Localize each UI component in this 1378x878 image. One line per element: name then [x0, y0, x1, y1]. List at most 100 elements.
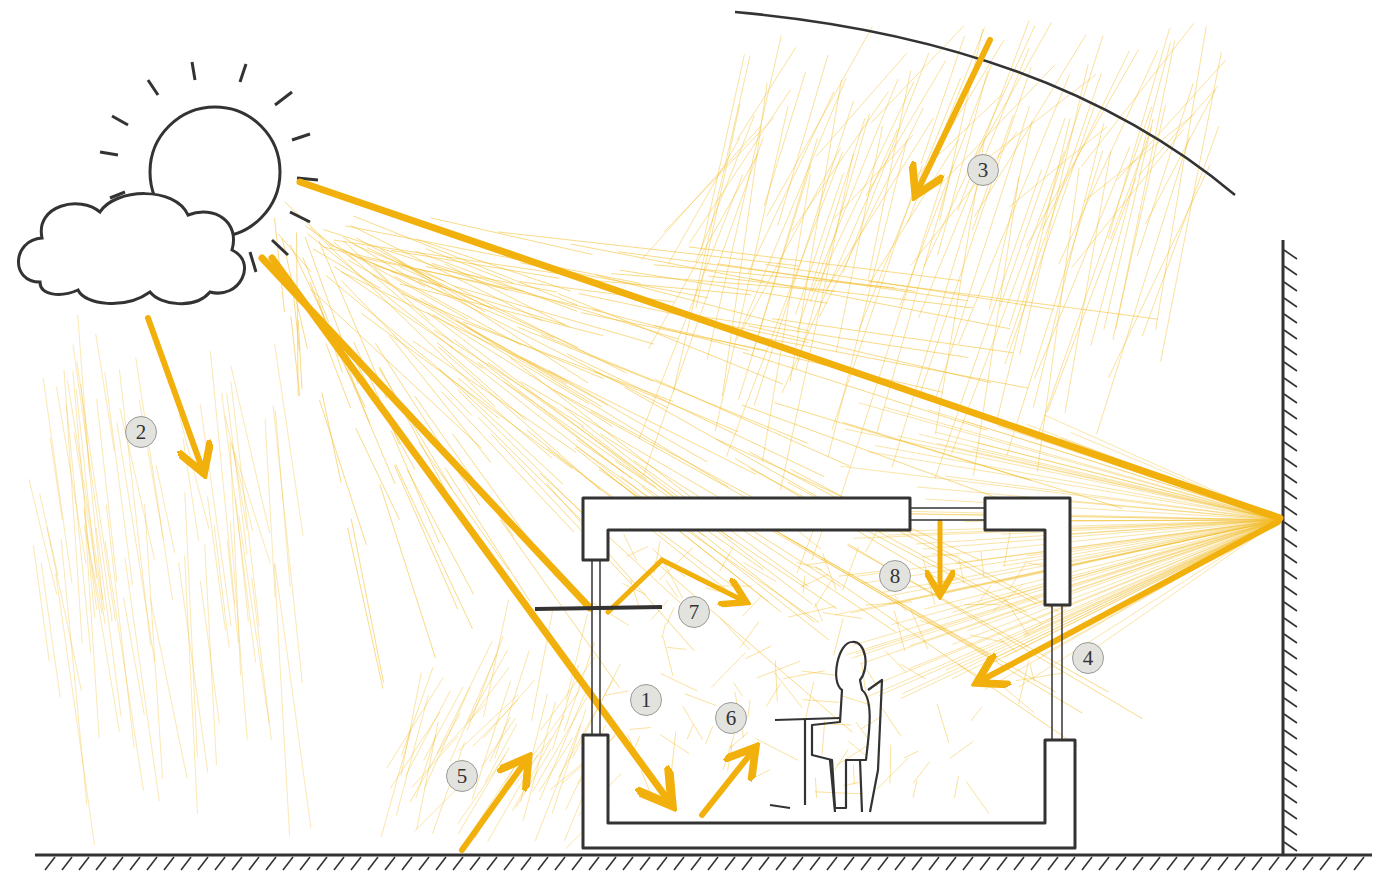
- light-stroke: [485, 724, 517, 782]
- hatch-stroke: [895, 857, 905, 870]
- light-stroke: [783, 671, 824, 679]
- light-stroke: [1009, 36, 1103, 326]
- light-stroke: [740, 148, 841, 335]
- light-stroke: [754, 770, 770, 778]
- hatch-stroke: [793, 857, 803, 870]
- light-stroke: [923, 559, 935, 604]
- light-stroke: [274, 563, 289, 835]
- light-stroke: [1137, 83, 1193, 256]
- hatch-stroke: [453, 857, 463, 870]
- light-stroke: [123, 598, 144, 715]
- hatch-stroke: [1284, 826, 1297, 835]
- hatch-stroke: [1269, 857, 1279, 870]
- light-stroke: [998, 638, 1017, 653]
- hatch-stroke: [572, 857, 582, 870]
- light-stroke: [667, 647, 686, 649]
- hatch-stroke: [640, 857, 650, 870]
- hatch-stroke: [147, 857, 157, 870]
- hatch-stroke: [181, 857, 191, 870]
- light-stroke: [117, 423, 155, 662]
- hatch-stroke: [1014, 857, 1024, 870]
- callout-number: 3: [967, 154, 999, 186]
- light-stroke: [877, 758, 908, 789]
- hatch-stroke: [1167, 857, 1177, 870]
- light-stroke: [394, 465, 458, 609]
- hatch-stroke: [1201, 857, 1211, 870]
- callout-number: 1: [630, 684, 662, 716]
- hatch-stroke: [1284, 282, 1297, 291]
- light-stroke: [954, 776, 958, 798]
- light-stroke: [1000, 118, 1066, 308]
- light-stroke: [374, 265, 442, 286]
- light-stroke: [796, 173, 844, 314]
- light-stroke: [1059, 50, 1158, 263]
- light-stroke: [105, 372, 133, 585]
- hatch-stroke: [1284, 730, 1297, 739]
- light-stroke: [67, 380, 104, 610]
- light-stroke: [273, 405, 302, 683]
- hatch-stroke: [776, 857, 786, 870]
- hatch-stroke: [1284, 426, 1297, 435]
- light-stroke: [1009, 127, 1107, 207]
- light-stroke: [891, 520, 1280, 625]
- light-stroke: [848, 741, 865, 755]
- hatch-stroke: [232, 857, 242, 870]
- light-stroke: [964, 604, 1000, 605]
- light-stroke: [919, 434, 1280, 520]
- hatch-stroke: [1184, 857, 1194, 870]
- light-stroke: [720, 618, 750, 650]
- light-stroke: [350, 254, 555, 338]
- hatch-stroke: [946, 857, 956, 870]
- light-stroke: [696, 115, 755, 262]
- light-stroke: [946, 520, 1280, 670]
- hatch-stroke: [844, 857, 854, 870]
- hatch-stroke: [1284, 250, 1297, 259]
- hatch-stroke: [1320, 857, 1330, 870]
- light-stroke: [490, 717, 510, 762]
- light-stroke: [929, 580, 957, 584]
- light-stroke: [351, 225, 542, 320]
- hatch-stroke: [283, 857, 293, 870]
- light-stroke: [994, 584, 1023, 611]
- hatch-stroke: [198, 857, 208, 870]
- light-rays: [148, 40, 1280, 850]
- hatch-stroke: [402, 857, 412, 870]
- hatch-stroke: [1284, 698, 1297, 707]
- light-stroke: [867, 139, 959, 288]
- hatch-stroke: [623, 857, 633, 870]
- light-stroke: [865, 602, 912, 606]
- light-stroke: [900, 664, 926, 679]
- hatch-stroke: [1284, 634, 1297, 643]
- light-stroke: [706, 726, 713, 744]
- light-stroke: [890, 520, 1280, 604]
- light-stroke: [351, 519, 383, 683]
- light-stroke: [755, 738, 798, 760]
- hatch-stroke: [334, 857, 344, 870]
- hatch-stroke: [317, 857, 327, 870]
- hatch-stroke: [861, 857, 871, 870]
- hatch-stroke: [878, 857, 888, 870]
- light-stroke: [814, 581, 832, 609]
- hatch-stroke: [1284, 458, 1297, 467]
- light-stroke: [726, 152, 842, 457]
- wall-hatch: [1284, 250, 1297, 851]
- hatch-stroke: [1284, 474, 1297, 483]
- light-stroke: [792, 91, 889, 231]
- light-stroke: [661, 674, 698, 691]
- light-stroke: [96, 528, 121, 717]
- hatch-stroke: [725, 857, 735, 870]
- light-stroke: [911, 132, 1018, 266]
- light-stroke: [881, 706, 902, 737]
- light-stroke: [750, 469, 1041, 624]
- light-hatching: [29, 20, 1280, 849]
- light-stroke: [913, 761, 930, 783]
- light-stroke: [959, 560, 964, 584]
- seated-person: [770, 642, 882, 812]
- hatch-stroke: [1284, 346, 1297, 355]
- hatch-stroke: [1303, 857, 1313, 870]
- hatch-stroke: [96, 857, 106, 870]
- hatch-stroke: [742, 857, 752, 870]
- callout-number: 6: [715, 702, 747, 734]
- light-stroke: [1091, 43, 1171, 346]
- light-stroke: [179, 415, 209, 529]
